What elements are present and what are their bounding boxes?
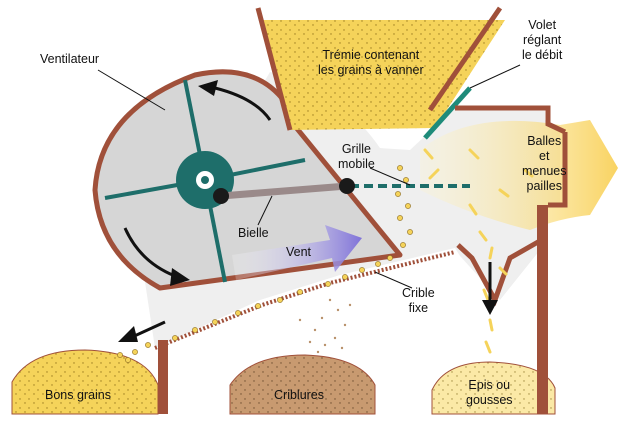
leader-volet	[469, 64, 521, 89]
label-bielle: Bielle	[238, 226, 269, 240]
post-right-top	[548, 132, 568, 208]
pile-epis	[431, 361, 556, 415]
pile-criblures	[229, 354, 376, 415]
fan-drum	[92, 69, 403, 291]
falling-grains	[117, 165, 413, 363]
hopper	[262, 20, 505, 130]
hopper-wall-left	[255, 7, 293, 131]
post-right	[537, 205, 548, 414]
wind-arrow	[232, 225, 362, 280]
label-vent: Vent	[286, 245, 312, 259]
crible-fixe	[154, 250, 456, 350]
bielle-pivot-left	[213, 188, 229, 204]
leader-ventilateur	[97, 69, 166, 111]
rotation-arrow-top	[214, 86, 272, 121]
label-tremie: Trémie contenant les grains à vanner	[318, 48, 424, 77]
leader-crible	[374, 271, 413, 289]
post-left	[158, 340, 168, 414]
label-grille-mobile: Grille mobile	[338, 142, 375, 171]
label-crible-fixe: Crible fixe	[402, 286, 435, 315]
leader-grille	[369, 167, 411, 186]
bielle	[220, 182, 348, 200]
top-rail	[455, 105, 567, 135]
epis-falling	[423, 148, 534, 354]
label-volet: Volet réglant le débit	[522, 18, 563, 62]
label-bons-grains: Bons grains	[45, 388, 112, 402]
hopper-wall-right	[427, 6, 503, 112]
criblures-dust	[298, 298, 352, 354]
leader-bielle	[257, 195, 273, 226]
chaff-plume	[420, 120, 618, 230]
pile-bons-grains	[11, 349, 159, 415]
label-ventilateur: Ventilateur	[40, 52, 100, 66]
rotation-arrow-bottom	[123, 227, 176, 278]
label-epis: Epis ou gousses	[466, 378, 513, 407]
volet	[423, 86, 472, 140]
label-balles: Balles et menues pailles	[522, 134, 567, 193]
label-criblures: Criblures	[274, 388, 325, 402]
bielle-pivot-right	[339, 178, 355, 194]
